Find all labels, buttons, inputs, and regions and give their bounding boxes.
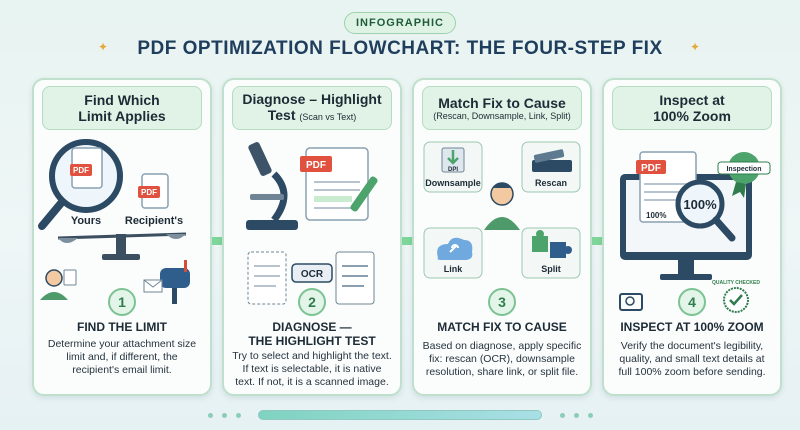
step-3-link-label: Link	[444, 264, 463, 274]
document-icon: PDF	[70, 147, 103, 189]
step-card-3: Match Fix to Cause (Rescan, Downsample, …	[412, 78, 592, 396]
scale-icon	[57, 232, 187, 260]
pen-icon	[350, 176, 378, 212]
puzzle-icon	[532, 230, 572, 258]
step-3-header-line1: Match Fix to Cause	[438, 95, 566, 111]
step-3-description: Based on diagnose, apply specific fix: r…	[422, 340, 582, 378]
step-1-recipients-label: Recipient's	[125, 215, 183, 227]
step-4-header-line1: Inspect at	[659, 92, 725, 108]
person-thinking-icon	[484, 182, 520, 230]
decor-dot	[236, 413, 241, 418]
step-1-pdf-label-1: PDF	[73, 166, 89, 175]
step-2-header-line1: Diagnose – Highlight	[242, 91, 382, 107]
step-3-rescan-label: Rescan	[535, 178, 567, 188]
decor-dot	[208, 413, 213, 418]
step-1-header-line2: Limit Applies	[78, 108, 166, 124]
step-2-title-line1: DIAGNOSE —	[272, 320, 352, 334]
step-4-illustration: PDF 100% 100% Inspection QUALITY CHECKED	[619, 151, 771, 313]
step-number-2: 2	[298, 288, 326, 316]
dpi-document-icon: DPI	[441, 147, 465, 173]
decor-dot	[588, 413, 593, 418]
monitor-icon	[619, 293, 643, 311]
step-1-title: FIND THE LIMIT	[77, 320, 167, 334]
step-2-illustration: PDF OCR	[246, 142, 378, 305]
decor-dot	[560, 413, 565, 418]
step-2-description: Try to select and highlight the text. If…	[232, 350, 392, 388]
scanner-icon	[532, 149, 572, 172]
rosette-icon: Inspection	[717, 152, 771, 198]
sparkle-icon: ✦	[690, 40, 701, 54]
step-card-2: Diagnose – Highlight Test (Scan vs Text)…	[222, 78, 402, 396]
microscope-icon	[246, 142, 298, 230]
step-4-description: Verify the document's legibility, qualit…	[618, 340, 766, 378]
step-4-pdf-label: PDF	[641, 163, 661, 174]
sparkle-icon: ✦	[98, 40, 109, 54]
step-1-pdf-label-2: PDF	[141, 188, 157, 197]
step-1-header-line1: Find Which	[84, 92, 160, 108]
seal-icon: QUALITY CHECKED	[712, 280, 760, 313]
document-icon: PDF	[300, 147, 369, 221]
step-1-header: Find Which Limit Applies	[42, 86, 202, 130]
document-icon	[247, 251, 287, 305]
step-card-4: Inspect at 100% Zoom PDF 100% 100%	[602, 78, 782, 396]
bottom-progress-bar	[258, 410, 542, 420]
step-number-1: 1	[108, 288, 136, 316]
step-4-zoom-large-label: 100%	[683, 197, 717, 212]
step-number-4: 4	[678, 288, 706, 316]
magnifier-icon: 100%	[675, 179, 736, 242]
step-1-illustration: PDF PDF Yours Recipient's	[38, 139, 190, 304]
step-4-title: INSPECT AT 100% ZOOM	[620, 320, 764, 334]
step-2-header-test: Test	[267, 107, 296, 123]
step-2-header-sub: (Scan vs Text)	[299, 112, 357, 122]
cloud-link-icon	[437, 237, 473, 260]
step-card-1: Find Which Limit Applies PDF PDF Yours R…	[32, 78, 212, 396]
step-2-header: Diagnose – Highlight Test (Scan vs Text)	[232, 86, 392, 130]
step-2-ocr-label: OCR	[301, 269, 324, 280]
step-3-header: Match Fix to Cause (Rescan, Downsample, …	[422, 86, 582, 130]
mailbox-icon	[143, 260, 190, 304]
step-3-header-sub: (Rescan, Downsample, Link, Split)	[433, 111, 571, 121]
step-4-header-line2: 100% Zoom	[653, 108, 731, 124]
step-4-zoom-small-label: 100%	[646, 211, 666, 220]
step-4-inspection-label: Inspection	[726, 166, 761, 173]
step-3-downsample-label: Downsample	[425, 178, 481, 188]
infographic-tag: INFOGRAPHIC	[344, 12, 456, 34]
step-4-header: Inspect at 100% Zoom	[612, 86, 772, 130]
step-2-header-line2: Test (Scan vs Text)	[268, 107, 357, 125]
decor-dot	[574, 413, 579, 418]
step-3-split-label: Split	[541, 264, 561, 274]
step-2-pdf-label: PDF	[306, 160, 326, 171]
step-2-title-line2: THE HIGHLIGHT TEST	[248, 334, 376, 348]
step-3-dpi-label: DPI	[448, 167, 458, 173]
step-1-yours-label: Yours	[71, 215, 101, 227]
step-1-description: Determine your attachment size limit and…	[47, 338, 197, 376]
document-icon: PDF	[138, 173, 169, 209]
step-4-seal-label: QUALITY CHECKED	[712, 280, 760, 286]
step-number-3: 3	[488, 288, 516, 316]
decor-dot	[222, 413, 227, 418]
step-3-illustration: DPI Downsample Rescan Link Split	[423, 141, 581, 279]
user-icon	[40, 269, 77, 300]
page-title: PDF OPTIMIZATION FLOWCHART: THE FOUR-STE…	[137, 38, 663, 59]
document-icon	[335, 251, 375, 305]
step-3-title: MATCH FIX TO CAUSE	[437, 320, 567, 334]
step-2-title: DIAGNOSE — THE HIGHLIGHT TEST	[224, 320, 400, 348]
